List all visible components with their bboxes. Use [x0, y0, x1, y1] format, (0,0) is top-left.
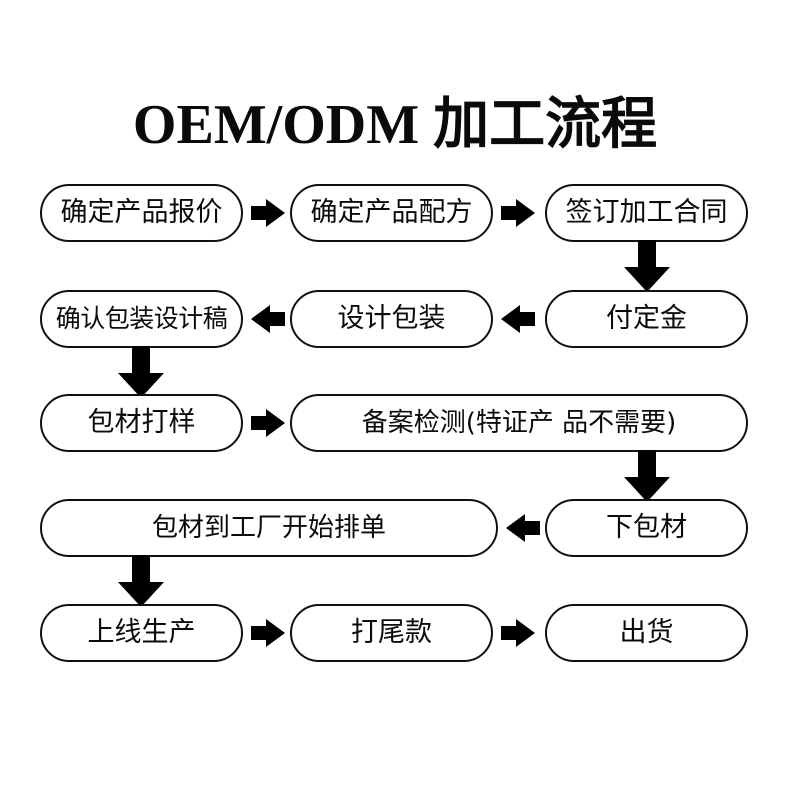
- flow-node-packaging-material-sample[interactable]: 包材打样: [40, 394, 243, 452]
- flow-node-shipment[interactable]: 出货: [545, 604, 748, 662]
- arrow-down-n6-n7: [118, 346, 164, 398]
- flow-node-design-packaging[interactable]: 设计包装: [290, 290, 493, 348]
- arrow-down-n8-n9: [624, 450, 670, 502]
- arrow-right-n1-n2: [251, 199, 285, 227]
- flow-node-materials-arrive-factory-scheduling[interactable]: 包材到工厂开始排单: [40, 499, 498, 557]
- arrow-right-n12-n13: [501, 619, 535, 647]
- flow-node-confirm-packaging-design-draft[interactable]: 确认包装设计稿: [40, 290, 243, 348]
- arrow-left-n4-n5: [501, 305, 535, 333]
- arrow-right-n2-n3: [501, 199, 535, 227]
- arrow-right-n7-n8: [251, 409, 285, 437]
- arrow-down-n10-n11: [118, 555, 164, 607]
- flow-node-confirm-product-formula[interactable]: 确定产品配方: [290, 184, 493, 242]
- arrow-left-n5-n6: [251, 305, 285, 333]
- flow-node-confirm-product-quote[interactable]: 确定产品报价: [40, 184, 243, 242]
- arrow-right-n11-n12: [251, 619, 285, 647]
- flow-node-pay-deposit[interactable]: 付定金: [545, 290, 748, 348]
- flow-node-filing-inspection[interactable]: 备案检测(特证产 品不需要): [290, 394, 748, 452]
- arrow-down-n3-n4: [624, 240, 670, 292]
- flow-node-pay-balance[interactable]: 打尾款: [290, 604, 493, 662]
- flow-node-order-packaging-materials[interactable]: 下包材: [545, 499, 748, 557]
- flow-node-start-production[interactable]: 上线生产: [40, 604, 243, 662]
- arrow-left-n9-n10: [506, 514, 540, 542]
- page-title: OEM/ODM 加工流程: [132, 94, 658, 156]
- flow-node-sign-processing-contract[interactable]: 签订加工合同: [545, 184, 748, 242]
